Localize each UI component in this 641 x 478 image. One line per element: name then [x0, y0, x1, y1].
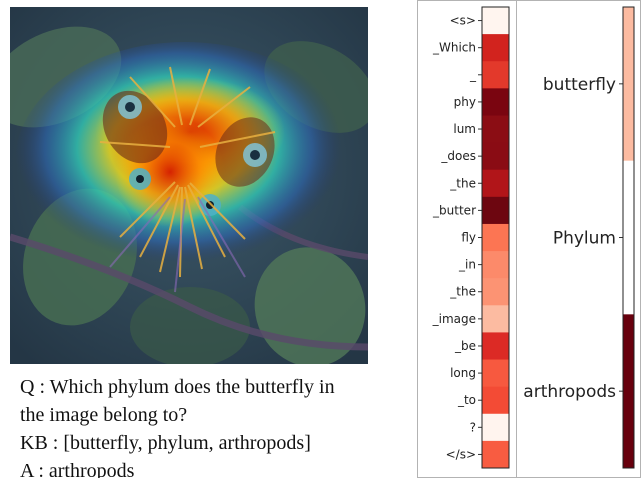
token-label: _image [432, 312, 476, 326]
kb-label: Phylum [553, 229, 616, 249]
token-attention-cell [482, 115, 509, 144]
token-label: lum [453, 122, 476, 136]
token-attention-cell [482, 440, 509, 469]
kb-strip-border [622, 6, 635, 469]
token-label: long [450, 366, 476, 380]
token-attention-cell [482, 332, 509, 361]
token-attention-cell [482, 142, 509, 171]
token-attention-cell [482, 386, 509, 415]
kb-attention-cell [623, 160, 634, 315]
token-attention-cell [482, 251, 509, 279]
kb-label: arthropods [523, 382, 616, 402]
question-text-line2: the image belong to? [20, 404, 188, 426]
token-label: <s> [450, 14, 476, 28]
token-label: _Which [432, 41, 476, 55]
token-label: fly [461, 231, 476, 245]
attention-heatmap-image [10, 7, 368, 364]
token-label: _ [469, 68, 477, 82]
token-label: _to [457, 393, 476, 407]
token-attention-cell [482, 34, 509, 62]
token-label: phy [454, 95, 476, 109]
token-label: _in [458, 258, 476, 272]
token-attention-cell [482, 169, 509, 198]
token-label: _does [440, 149, 476, 163]
answer-text: A : arthropods [20, 460, 135, 478]
token-attention-cell [482, 413, 509, 442]
token-attention-cell [482, 88, 509, 116]
token-attention-cell [482, 359, 509, 388]
token-attention-cell [482, 7, 509, 35]
token-attention-cell [482, 223, 509, 252]
token-strip-border [481, 6, 510, 469]
kb-label: butterfly [543, 75, 616, 95]
knowledge-base-text: KB : [butterfly, phylum, arthropods] [20, 432, 311, 454]
token-attention-cell [482, 305, 509, 333]
token-label: _the [449, 176, 476, 190]
token-label: </s> [446, 447, 476, 461]
token-attention-cell [482, 196, 509, 225]
token-label: _the [449, 285, 476, 299]
token-attention-strip: <s> _Which _phy lum _does _the _butterfly _in _t… [432, 6, 510, 469]
kb-attention-cell [623, 7, 634, 162]
token-label: ? [470, 420, 476, 434]
token-label: _be [454, 339, 476, 353]
token-label: _butter [432, 203, 476, 217]
question-text-line1: Q : Which phylum does the butterfly in [20, 376, 335, 398]
token-attention-cell [482, 61, 509, 89]
kb-attention-cell [623, 314, 634, 469]
token-attention-cell [482, 278, 509, 306]
